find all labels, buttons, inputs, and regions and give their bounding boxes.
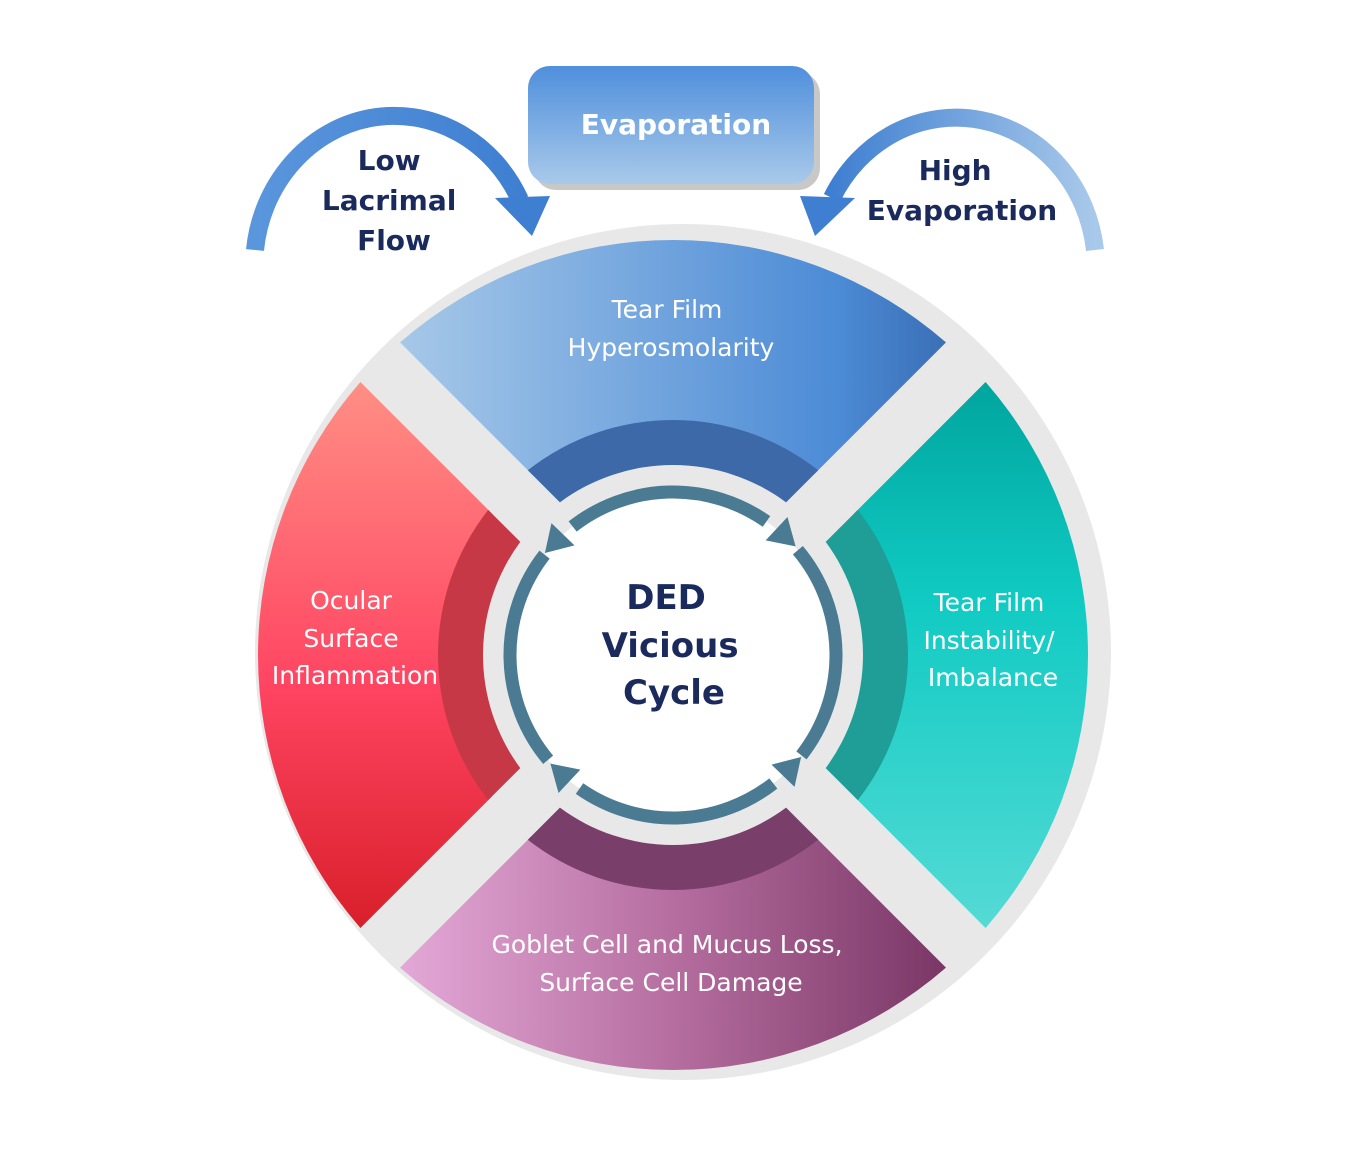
center-title: DED Vicious Cycle [602,578,751,713]
left-arrowhead [495,196,550,236]
cycle-arrowhead-bottom-left [550,763,581,794]
top-segment-label: Tear Film Hyperosmolarity [568,295,775,362]
left-curved-arrow [246,106,529,251]
bottom-segment-label: Goblet Cell and Mucus Loss, Surface Cell… [492,930,851,997]
right-curved-arrow [823,108,1104,252]
bottom-segment [400,836,946,1070]
right-inner-band [825,509,908,801]
bottom-inner-band [527,807,819,890]
left-inner-band [437,509,521,801]
left-segment-label: Ocular Surface Inflammation [272,586,438,690]
right-segment [854,382,1089,928]
cycle-arrowhead-top-right [765,516,796,547]
evaporation-box [528,66,814,184]
top-segment [400,240,946,474]
right-segment-label: Tear Film Instability/ Imbalance [923,588,1062,692]
evaporation-label: Evaporation [581,108,771,141]
cycle-arc-right [792,546,843,760]
top-inner-band [527,420,819,503]
cycle-arc-left [503,550,554,764]
cycle-arrowhead-top-left [544,523,575,553]
left-segment [257,382,492,928]
cycle-arc-bottom [575,778,778,825]
cycle-arrowhead-right-bottom [771,757,802,787]
right-arrow-label: High Evaporation [867,154,1057,227]
cycle-arc-top [568,485,771,532]
center-disc [510,492,836,818]
right-arrowhead [800,196,855,236]
left-arrow-label: Low Lacrimal Flow [322,144,466,257]
